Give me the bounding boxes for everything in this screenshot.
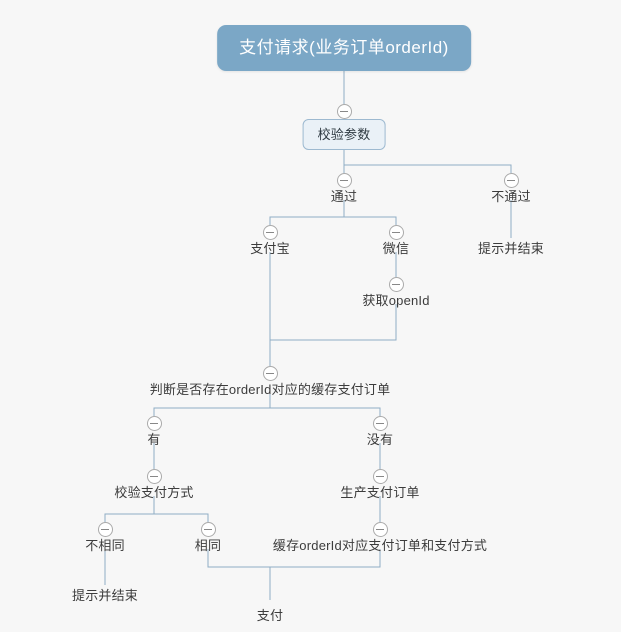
toggle-get-openid[interactable] xyxy=(388,277,404,292)
toggle-validate-params[interactable] xyxy=(336,104,352,119)
node-not-same[interactable]: 不相同 xyxy=(85,538,125,553)
toggle-check-cache[interactable] xyxy=(262,366,278,381)
toggle-create-order[interactable] xyxy=(372,469,388,484)
edge-validate-split xyxy=(343,146,512,173)
toggle-fail[interactable] xyxy=(503,173,519,188)
node-pay[interactable]: 支付 xyxy=(256,608,284,623)
toggle-alipay[interactable] xyxy=(262,225,278,240)
toggle-wechat[interactable] xyxy=(388,225,404,240)
node-fail-end[interactable]: 提示并结束 xyxy=(477,241,545,256)
node-get-openid[interactable]: 获取openId xyxy=(362,293,430,308)
edge-merge-to-check xyxy=(269,252,397,366)
node-cache-order[interactable]: 缓存orderId对应支付订单和支付方式 xyxy=(272,538,488,553)
toggle-has-not[interactable] xyxy=(372,416,388,431)
node-verify-pay-method[interactable]: 校验支付方式 xyxy=(114,485,194,500)
node-wechat[interactable]: 微信 xyxy=(382,241,410,256)
node-root[interactable]: 支付请求(业务订单orderId) xyxy=(217,25,471,71)
toggle-pass[interactable] xyxy=(336,173,352,188)
toggle-not-same[interactable] xyxy=(97,522,113,537)
node-check-cache[interactable]: 判断是否存在orderId对应的缓存支付订单 xyxy=(149,382,391,397)
toggle-cache-order[interactable] xyxy=(372,522,388,537)
toggle-verify-pay-method[interactable] xyxy=(146,469,162,484)
node-create-order[interactable]: 生产支付订单 xyxy=(340,485,420,500)
toggle-same[interactable] xyxy=(200,522,216,537)
node-has[interactable]: 有 xyxy=(147,432,161,447)
node-fail[interactable]: 不通过 xyxy=(491,189,531,204)
node-validate-params[interactable]: 校验参数 xyxy=(302,119,386,150)
node-alipay[interactable]: 支付宝 xyxy=(250,241,290,256)
node-not-same-end[interactable]: 提示并结束 xyxy=(71,588,139,603)
node-same[interactable]: 相同 xyxy=(194,538,222,553)
edge-merge-to-pay xyxy=(207,549,381,600)
node-has-not[interactable]: 没有 xyxy=(366,432,394,447)
node-pass[interactable]: 通过 xyxy=(330,189,358,204)
toggle-has[interactable] xyxy=(146,416,162,431)
